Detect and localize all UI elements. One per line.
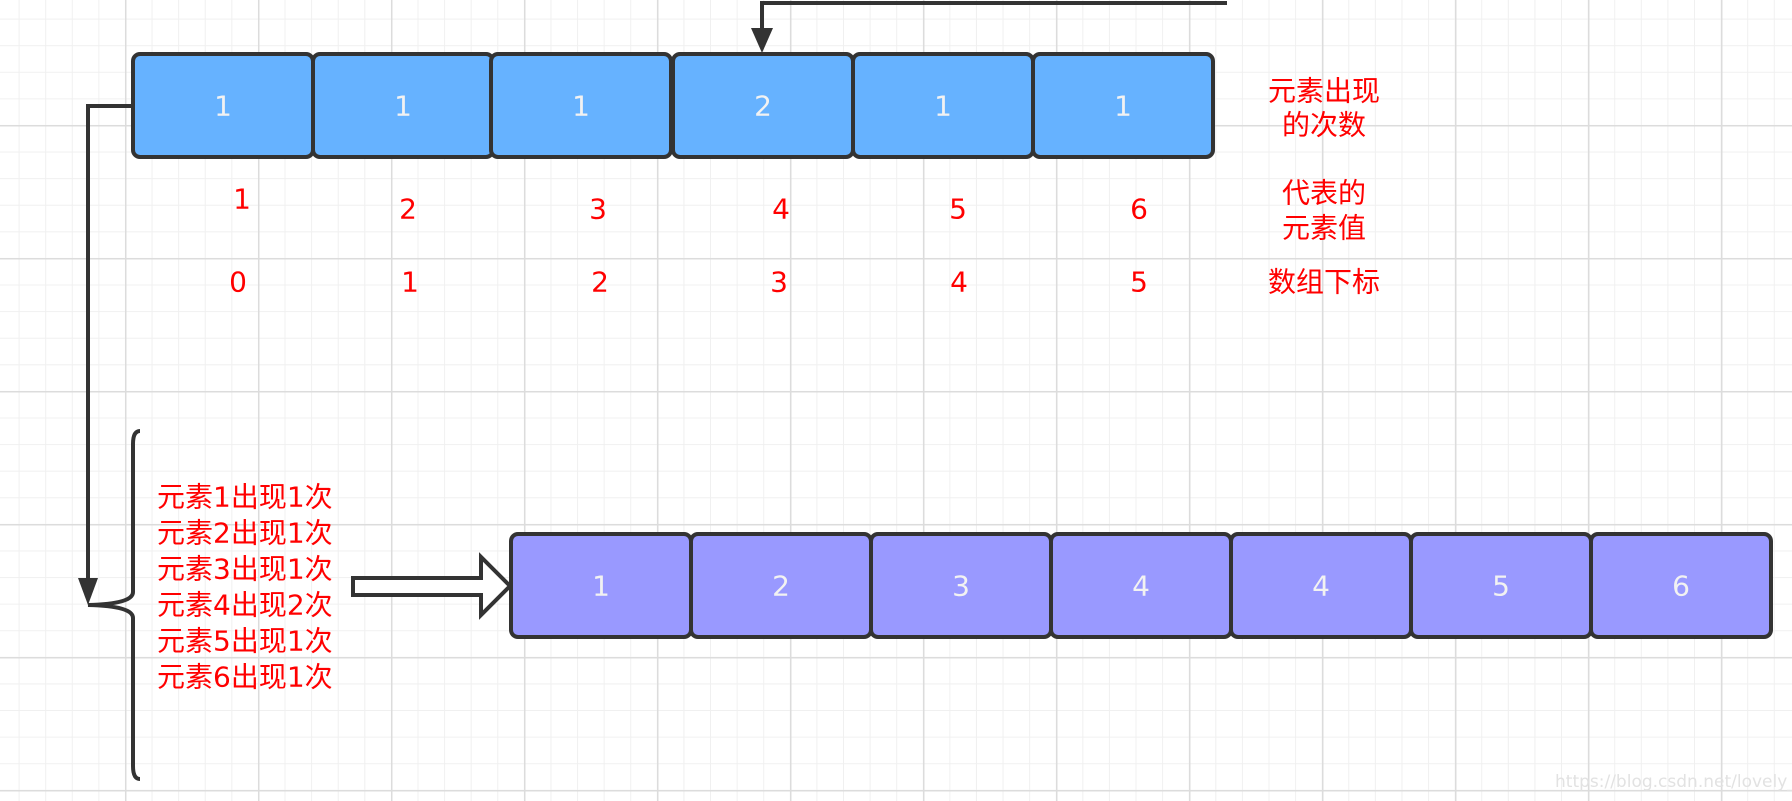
count-cell: 1 [1031,52,1215,159]
counts-row-label-line-2: 的次数 [1282,109,1366,142]
sorted-cell: 6 [1589,532,1773,639]
left-connector-arrow [78,104,133,605]
values-row-label-line-1: 代表的 [1282,177,1366,210]
element-value-label: 1 [233,183,251,216]
count-cell: 1 [311,52,495,159]
count-cell: 1 [489,52,673,159]
array-index-label: 0 [229,266,247,299]
sorted-cell-value: 2 [772,570,790,603]
hollow-arrow [351,552,513,620]
occurrence-note: 元素1出现1次 [157,481,333,514]
count-cell-value: 2 [754,90,772,123]
sorted-cell: 5 [1409,532,1593,639]
sorted-cell-value: 5 [1492,570,1510,603]
curly-brace [87,429,141,781]
sorted-cell: 4 [1229,532,1413,639]
sorted-cell-value: 6 [1672,570,1690,603]
occurrence-note: 元素6出现1次 [157,661,333,694]
array-index-label: 3 [770,266,788,299]
count-cell: 1 [851,52,1035,159]
sorted-array: 1 2 3 4 4 5 6 [509,532,1773,639]
occurrence-notes: 元素1出现1次元素2出现1次元素3出现1次元素4出现2次元素5出现1次元素6出现… [157,481,333,694]
array-indices-row: 0 1 2 3 4 5 [229,266,1148,299]
sorted-cell-value: 1 [592,570,610,603]
array-index-label: 4 [950,266,968,299]
count-cell-value: 1 [934,90,952,123]
element-values-row: 1 2 3 4 5 6 [233,183,1148,226]
occurrence-note: 元素4出现2次 [157,589,333,622]
element-value-label: 4 [772,193,790,226]
array-index-label: 2 [591,266,609,299]
count-cell-value: 1 [214,90,232,123]
sorted-cell: 1 [509,532,693,639]
occurrence-note: 元素3出现1次 [157,553,333,586]
occurrence-note: 元素5出现1次 [157,625,333,658]
sorted-cell-value: 3 [952,570,970,603]
element-value-label: 5 [949,193,967,226]
sorted-cell-value: 4 [1312,570,1330,603]
occurrence-note: 元素2出现1次 [157,517,333,550]
array-index-label: 1 [401,266,419,299]
array-index-label: 5 [1130,266,1148,299]
sorted-cell: 3 [869,532,1053,639]
count-cell-value: 1 [1114,90,1132,123]
values-row-label-line-2: 元素值 [1282,212,1366,245]
counts-array: 1 1 1 2 1 1 [131,52,1215,159]
element-value-label: 2 [399,193,417,226]
counts-row-label-line-1: 元素出现 [1268,75,1380,108]
element-value-label: 6 [1130,193,1148,226]
element-value-label: 3 [589,193,607,226]
count-cell-value: 1 [394,90,412,123]
watermark: https://blog.csdn.net/lovely__RR [1555,772,1792,792]
count-cell-value: 1 [572,90,590,123]
sorted-cell: 2 [689,532,873,639]
sorted-cell-value: 4 [1132,570,1150,603]
indices-row-label: 数组下标 [1268,266,1380,299]
incoming-arrow [751,1,1227,53]
sorted-cell: 4 [1049,532,1233,639]
count-cell: 2 [671,52,855,159]
count-cell: 1 [131,52,315,159]
